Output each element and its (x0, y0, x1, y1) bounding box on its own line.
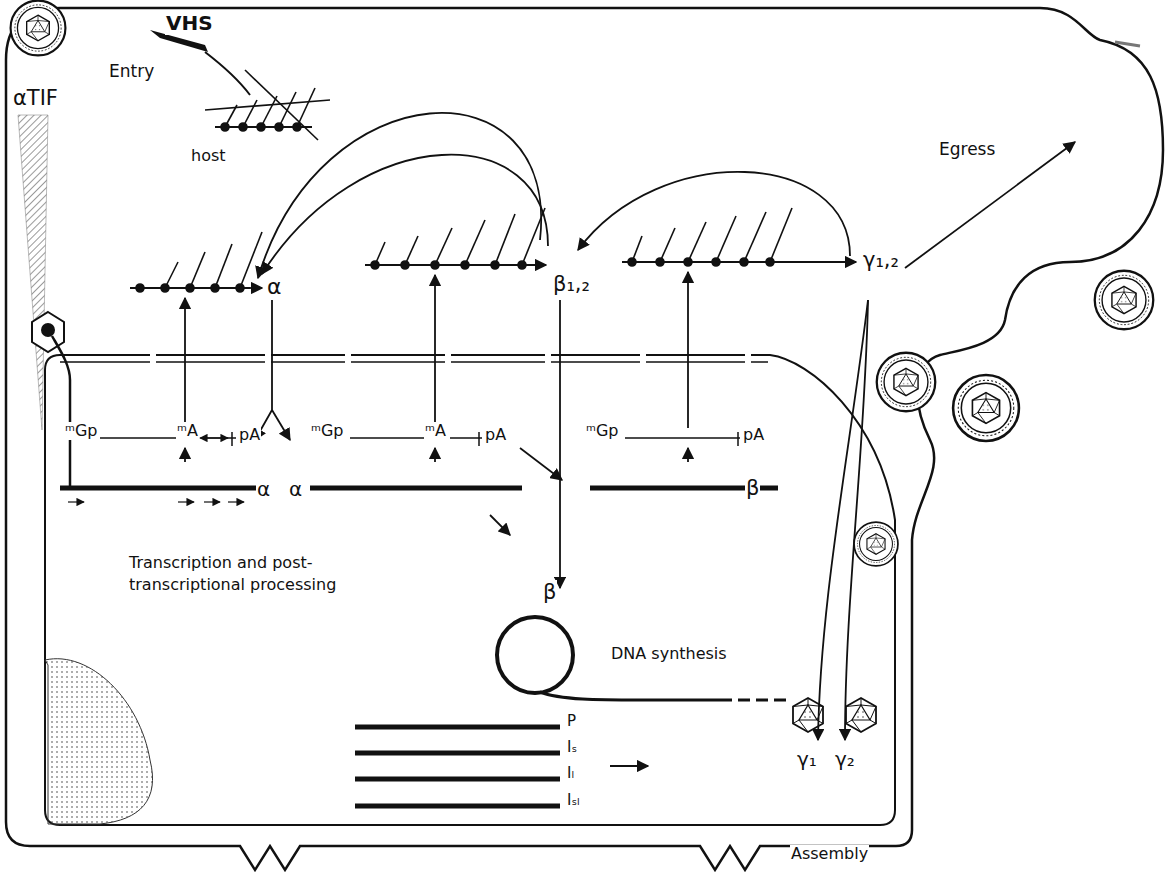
cell-membrane (6, 8, 1163, 870)
label: β (542, 580, 557, 604)
genome-isomers (355, 727, 560, 806)
label: β (745, 476, 760, 500)
label: Assembly (790, 845, 869, 863)
label: Egress (938, 140, 996, 160)
beta-polysome (365, 208, 545, 269)
label: γ₁ (796, 748, 818, 771)
nuclear-envelope-inner (60, 361, 768, 363)
label: γ₁,₂ (862, 248, 900, 272)
gamma-polysome (622, 208, 792, 266)
dotted-region (45, 659, 153, 824)
vhs-line (205, 52, 250, 95)
label: ᵐA (424, 422, 447, 440)
label: pA (742, 426, 765, 444)
label: ᵐA (176, 422, 199, 440)
nuclear-pores (150, 352, 751, 366)
gene-bars (60, 486, 778, 491)
label: Entry (108, 62, 155, 82)
entering-virion (11, 1, 66, 56)
label: Iₗ (566, 765, 575, 782)
label: DNA synthesis (610, 645, 728, 663)
arrows (68, 113, 1075, 766)
label: host (190, 147, 227, 165)
label: αTIF (12, 86, 59, 110)
label: α (256, 478, 271, 501)
capsid-at-pore (32, 312, 70, 488)
label: ᵐGp (310, 422, 345, 440)
label: Iₛₗ (566, 792, 581, 809)
nuclear-envelope (45, 355, 895, 825)
atif-hatched-region (18, 115, 48, 430)
label: pA (238, 426, 261, 444)
label: ᵐGp (64, 422, 99, 440)
host-polysome (205, 70, 330, 140)
dna-circle (497, 617, 790, 700)
label: P (566, 713, 577, 730)
label: β₁,₂ (552, 272, 591, 296)
label: ᵐGp (585, 422, 620, 440)
alpha-polysome (130, 232, 262, 292)
assembly-capsids (793, 698, 876, 732)
label: pA (484, 426, 507, 444)
label: Transcription and post- transcriptional … (128, 552, 380, 597)
egress-virions (854, 271, 1153, 566)
label: Iₛ (566, 739, 578, 756)
label: VHS (165, 12, 214, 35)
label: α (288, 478, 303, 501)
membrane-mark (1115, 42, 1140, 46)
label: γ₂ (834, 748, 856, 771)
label: α (266, 274, 283, 299)
